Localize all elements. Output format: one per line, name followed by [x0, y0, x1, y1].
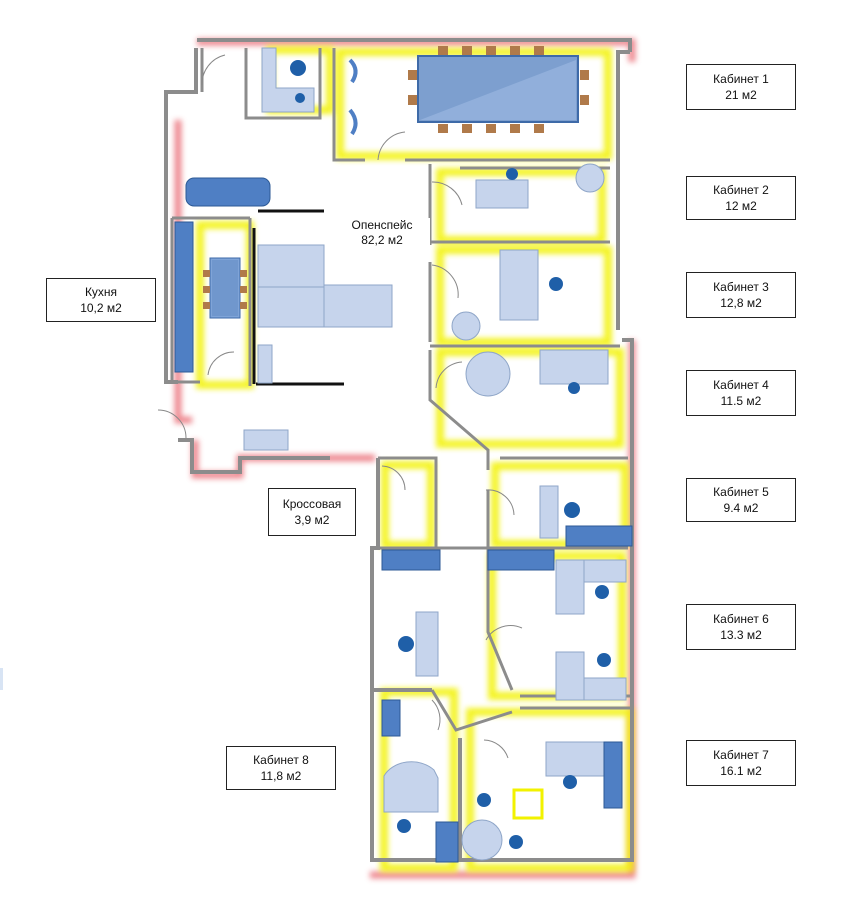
kitchen-furniture: [174, 177, 393, 451]
openspace-name: Опенспейс: [351, 218, 413, 232]
label-openspace: Опенспейс 82,2 м2: [334, 218, 430, 254]
office-5-name: Кабинет 5: [713, 485, 769, 499]
office-8-name: Кабинет 8: [253, 753, 309, 767]
label-office-3: Кабинет 3 12,8 м2: [686, 272, 796, 318]
office-7-area: 16.1 м2: [720, 764, 762, 778]
crossover-name: Кроссовая: [282, 497, 342, 511]
label-office-2: Кабинет 2 12 м2: [686, 176, 796, 220]
office-6-name: Кабинет 6: [713, 612, 769, 626]
office-2-area: 12 м2: [725, 199, 757, 213]
label-office-4: Кабинет 4 11.5 м2: [686, 370, 796, 416]
kitchen-name: Кухня: [84, 285, 118, 299]
conference-room-furniture: [348, 46, 589, 136]
office-4-name: Кабинет 4: [713, 378, 769, 392]
label-office-6: Кабинет 6 13.3 м2: [686, 604, 796, 650]
label-kitchen: Кухня 10,2 м2: [46, 278, 156, 322]
office-8-area: 11,8 м2: [260, 769, 302, 783]
office-6-area: 13.3 м2: [720, 628, 762, 642]
door-swings: [157, 54, 523, 759]
office-3-name: Кабинет 3: [713, 280, 769, 294]
label-office-8: Кабинет 8 11,8 м2: [226, 746, 336, 790]
crossover-area: 3,9 м2: [294, 513, 330, 527]
office-4-area: 11.5 м2: [720, 394, 762, 408]
office-1-area: 21 м2: [725, 88, 757, 102]
label-office-7: Кабинет 7 16.1 м2: [686, 740, 796, 786]
black-partitions: [252, 209, 344, 386]
label-office-5: Кабинет 5 9.4 м2: [686, 478, 796, 522]
sofa: [185, 177, 271, 207]
openspace-area: 82,2 м2: [361, 233, 403, 247]
kitchen-counter: [174, 221, 194, 373]
label-crossover: Кроссовая 3,9 м2: [268, 488, 356, 536]
reception-furniture: [261, 47, 315, 113]
cabinet-unit: [243, 429, 289, 451]
office-2-name: Кабинет 2: [713, 183, 769, 197]
office-7-name: Кабинет 7: [713, 748, 769, 762]
office-1-name: Кабинет 1: [713, 72, 769, 86]
office-furniture: [381, 163, 633, 863]
walls: [164, 38, 634, 862]
office-5-area: 9.4 м2: [723, 501, 759, 515]
kitchen-area: 10,2 м2: [80, 301, 122, 315]
sofa-block: [257, 244, 325, 288]
office-3-area: 12,8 м2: [720, 296, 762, 310]
label-office-1: Кабинет 1 21 м2: [686, 64, 796, 110]
